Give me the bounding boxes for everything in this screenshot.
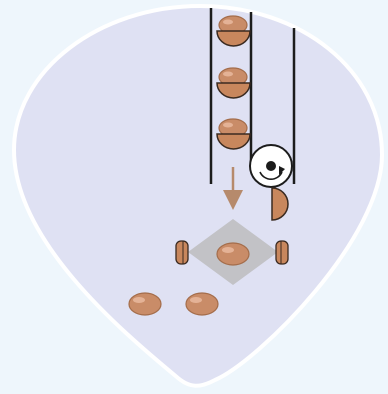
floor-potato-2	[186, 293, 218, 315]
teardrop-panel	[14, 6, 382, 386]
potato-on-plate	[217, 243, 249, 265]
left-roller	[176, 241, 188, 264]
elevator-cup-3	[217, 119, 250, 149]
right-roller	[276, 241, 288, 264]
elevator-cup-2	[217, 68, 250, 98]
pulley-hub	[266, 161, 276, 171]
pulley	[250, 145, 292, 187]
floor-potato-1	[129, 293, 161, 315]
elevator-cup-1	[217, 16, 250, 46]
